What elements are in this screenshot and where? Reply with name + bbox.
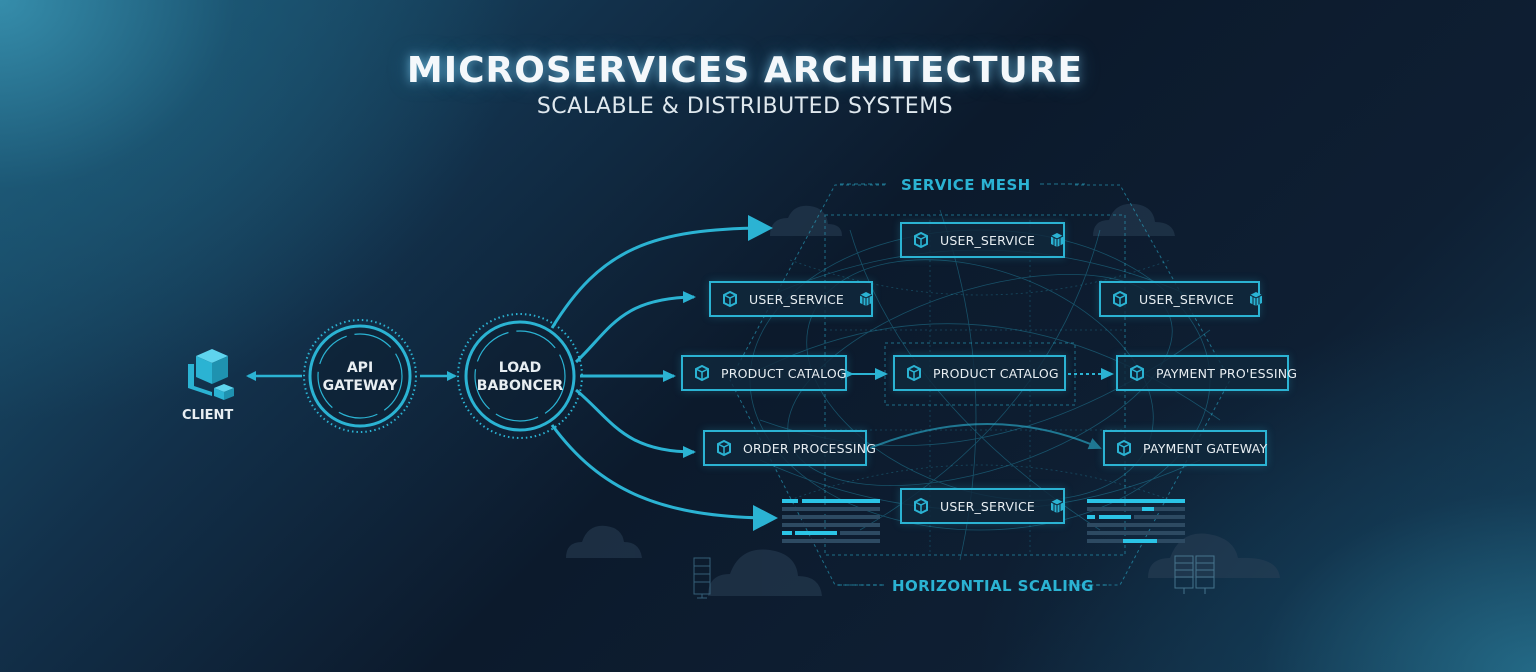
container-box-icon: [907, 364, 921, 382]
cluster-icon: [1249, 292, 1263, 306]
cluster-icon: [859, 292, 873, 306]
service-label: PAYMENT GATEWAY: [1143, 440, 1268, 456]
container-box-icon: [914, 231, 928, 249]
service-box-order-processing[interactable]: ORDER PROCESSING: [703, 430, 876, 466]
service-label: ORDER PROCESSING: [743, 440, 877, 456]
horizontal-scaling-label: HORIZONTIAL SCALING: [892, 577, 1094, 595]
service-label: USER_SERVICE: [1139, 291, 1235, 307]
service-label: USER_SERVICE: [940, 232, 1036, 248]
api-gateway-node[interactable]: [303, 319, 417, 433]
load-balancer-node[interactable]: [457, 313, 583, 439]
container-box-icon: [723, 290, 737, 308]
cloud-icon: [566, 525, 642, 558]
lb-route-connector: [550, 215, 773, 329]
service-label: USER_SERVICE: [940, 498, 1036, 514]
service-box-user-service-left[interactable]: USER_SERVICE: [709, 281, 873, 317]
service-box-payment-processing[interactable]: PAYMENT PRO'ESSING: [1116, 355, 1297, 391]
load-balancer-line2: BABONCER: [476, 378, 564, 394]
lb-route-connector: [575, 388, 696, 458]
server-rack-icon: [1174, 555, 1215, 594]
page-subtitle: SCALABLE & DISTRIBUTED SYSTEMS: [536, 94, 954, 119]
cluster-icon: [1050, 233, 1064, 247]
container-box-icon: [695, 364, 709, 382]
load-balancer-label: LOAD BABONCER: [462, 359, 578, 395]
client-cubes-icon[interactable]: [188, 349, 234, 400]
api-gateway-label: API GATEWAY: [310, 359, 410, 395]
order-payment-connector: [869, 423, 1102, 450]
cloud-icon: [1093, 203, 1175, 236]
service-label: PAYMENT PRO'ESSING: [1156, 365, 1298, 381]
service-label: PRODUCT CATALOG: [721, 365, 847, 381]
container-box-icon: [914, 497, 928, 515]
log-panel-left: [782, 499, 880, 543]
api-gateway-line2: GATEWAY: [322, 378, 398, 394]
log-panel-right: [1087, 499, 1185, 543]
service-box-user-service-bottom[interactable]: USER_SERVICE: [900, 488, 1065, 524]
container-box-icon: [1130, 364, 1144, 382]
cloud-icon: [708, 549, 822, 596]
api-gateway-line1: API: [346, 360, 374, 376]
page-title: MICROSERVICES ARCHITECTURE: [406, 50, 1084, 91]
cluster-icon: [1050, 499, 1064, 513]
service-box-product-catalog-center[interactable]: PRODUCT CATALOG: [893, 355, 1066, 391]
cloud-icon: [770, 205, 842, 236]
service-box-user-service-right[interactable]: USER_SERVICE: [1099, 281, 1263, 317]
service-box-user-service-top[interactable]: USER_SERVICE: [900, 222, 1065, 258]
service-box-payment-gateway[interactable]: PAYMENT GATEWAY: [1103, 430, 1267, 466]
service-box-product-catalog-left[interactable]: PRODUCT CATALOG: [681, 355, 847, 391]
container-box-icon: [717, 439, 731, 457]
service-label: USER_SERVICE: [749, 291, 845, 307]
service-label: PRODUCT CATALOG: [933, 365, 1059, 381]
container-box-icon: [1113, 290, 1127, 308]
lb-route-connector: [574, 291, 696, 364]
server-rack-icon: [693, 557, 711, 599]
load-balancer-line1: LOAD: [498, 360, 542, 376]
lb-route-connector: [550, 424, 778, 531]
service-mesh-label: SERVICE MESH: [901, 176, 1031, 194]
container-box-icon: [1117, 439, 1131, 457]
client-label: CLIENT: [182, 408, 234, 423]
